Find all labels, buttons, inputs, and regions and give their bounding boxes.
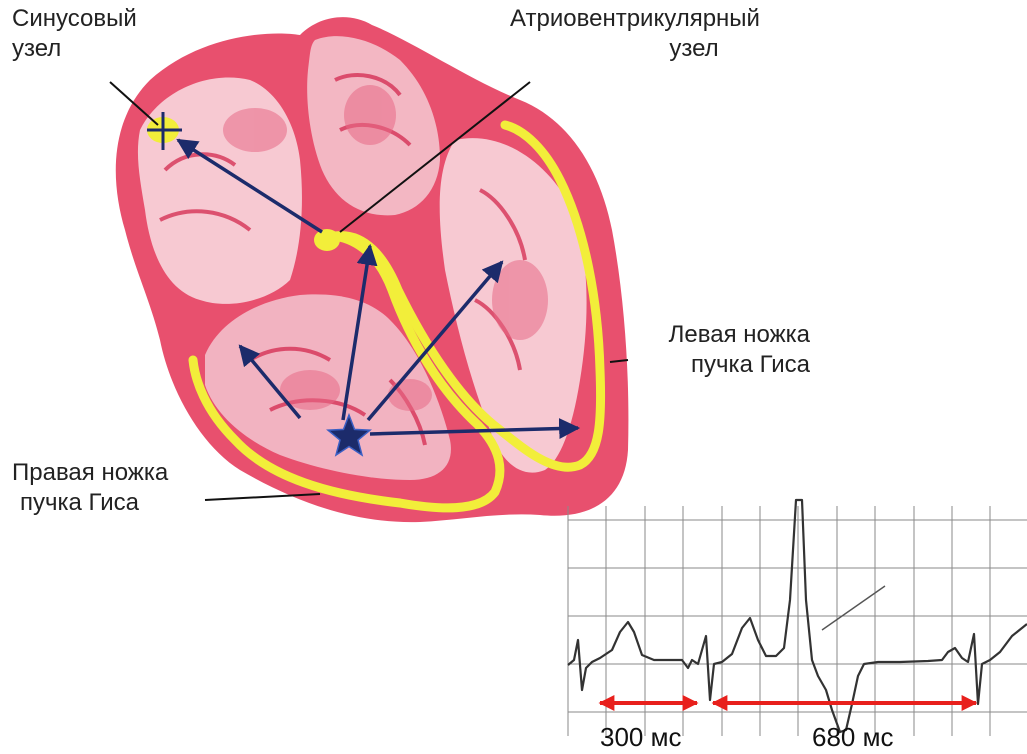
ecg-strip: [568, 500, 1027, 736]
av-node-label-line1: Атриовентрикулярный: [476, 4, 794, 34]
av-node-label-line2: узел: [476, 34, 794, 64]
right-bundle-label-line1: Правая ножка: [12, 458, 168, 488]
left-bundle-label-line2: пучка Гиса: [630, 350, 810, 380]
heart-illustration: [116, 17, 629, 522]
av-node-label: Атриовентрикулярный узел: [476, 4, 794, 64]
right-bundle-label: Правая ножка пучка Гиса: [12, 458, 168, 518]
sinus-node-label-line2: узел: [12, 34, 137, 64]
interval-label-300: 300 мс: [600, 722, 681, 752]
sinus-node-label: Синусовый узел: [12, 4, 137, 64]
ecg-arrow-pointer: [822, 586, 885, 630]
left-bundle-label-line1: Левая ножка: [630, 320, 810, 350]
left-bundle-label: Левая ножка пучка Гиса: [630, 320, 810, 380]
av-node: [314, 229, 340, 251]
interval-label-680: 680 мс: [812, 722, 893, 752]
sinus-node-label-line1: Синусовый: [12, 4, 137, 34]
right-bundle-label-line2: пучка Гиса: [12, 488, 168, 518]
